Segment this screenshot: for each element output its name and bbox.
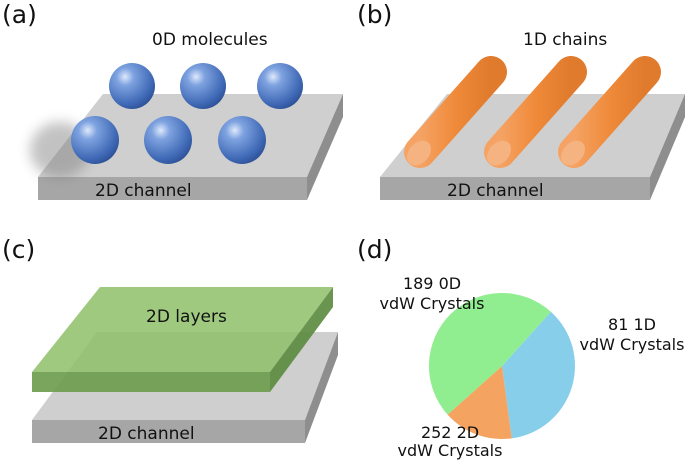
channel-slab-side: [650, 94, 685, 200]
panel-c-layer-label: 2D layers: [146, 307, 227, 327]
pie-slice-count: 81 1D: [608, 315, 656, 334]
pie-slice-2: [447, 366, 512, 440]
pie-slice-1: [502, 311, 576, 439]
pie-slice-count: 252 2D: [421, 423, 479, 442]
panel-d-label: (d): [357, 235, 392, 264]
molecule-sphere: [71, 116, 119, 164]
layer-slab-side: [270, 287, 333, 392]
pie-slice-3: [428, 292, 551, 415]
panel-a-label: (a): [2, 0, 37, 29]
panel-a: (a) 0D molecules 2D channel: [2, 0, 343, 201]
pie-slice-category: vdW Crystals: [380, 294, 485, 313]
channel-slab-front: [380, 177, 650, 200]
molecule-sphere: [257, 63, 303, 109]
layer-slab-top: [32, 287, 333, 372]
chain-cylinder: [404, 56, 507, 168]
panel-c-base-label: 2D channel: [98, 424, 195, 444]
chain-cylinder: [558, 56, 661, 168]
panel-c: (c) 2D channel 2D layers: [2, 235, 338, 444]
molecule-sphere: [218, 116, 266, 164]
molecule-sphere: [109, 63, 155, 109]
pie-slice-count: 189 0D: [403, 274, 461, 293]
panel-b-label: (b): [357, 0, 392, 29]
panel-b-base-label: 2D channel: [447, 181, 544, 201]
panel-a-base-label: 2D channel: [95, 181, 192, 201]
panel-c-label: (c): [2, 235, 35, 264]
panel-b: (b) 1D chains 2D channel: [357, 0, 685, 201]
pie-slice-category: vdW Crystals: [580, 335, 685, 354]
channel-slab-side: [307, 94, 343, 200]
panel-b-caption: 1D chains: [523, 30, 607, 50]
pie-slice-category: vdW Crystals: [398, 441, 503, 460]
channel-slab-front: [32, 420, 305, 443]
channel-slab-front: [38, 177, 307, 200]
chain-cylinder: [484, 56, 587, 168]
channel-slab-side: [305, 332, 338, 443]
molecule-sphere: [180, 63, 226, 109]
panel-a-caption: 0D molecules: [152, 30, 268, 50]
layer-slab-front: [32, 372, 270, 392]
pie-chart: [428, 292, 576, 440]
molecule-sphere: [144, 116, 192, 164]
